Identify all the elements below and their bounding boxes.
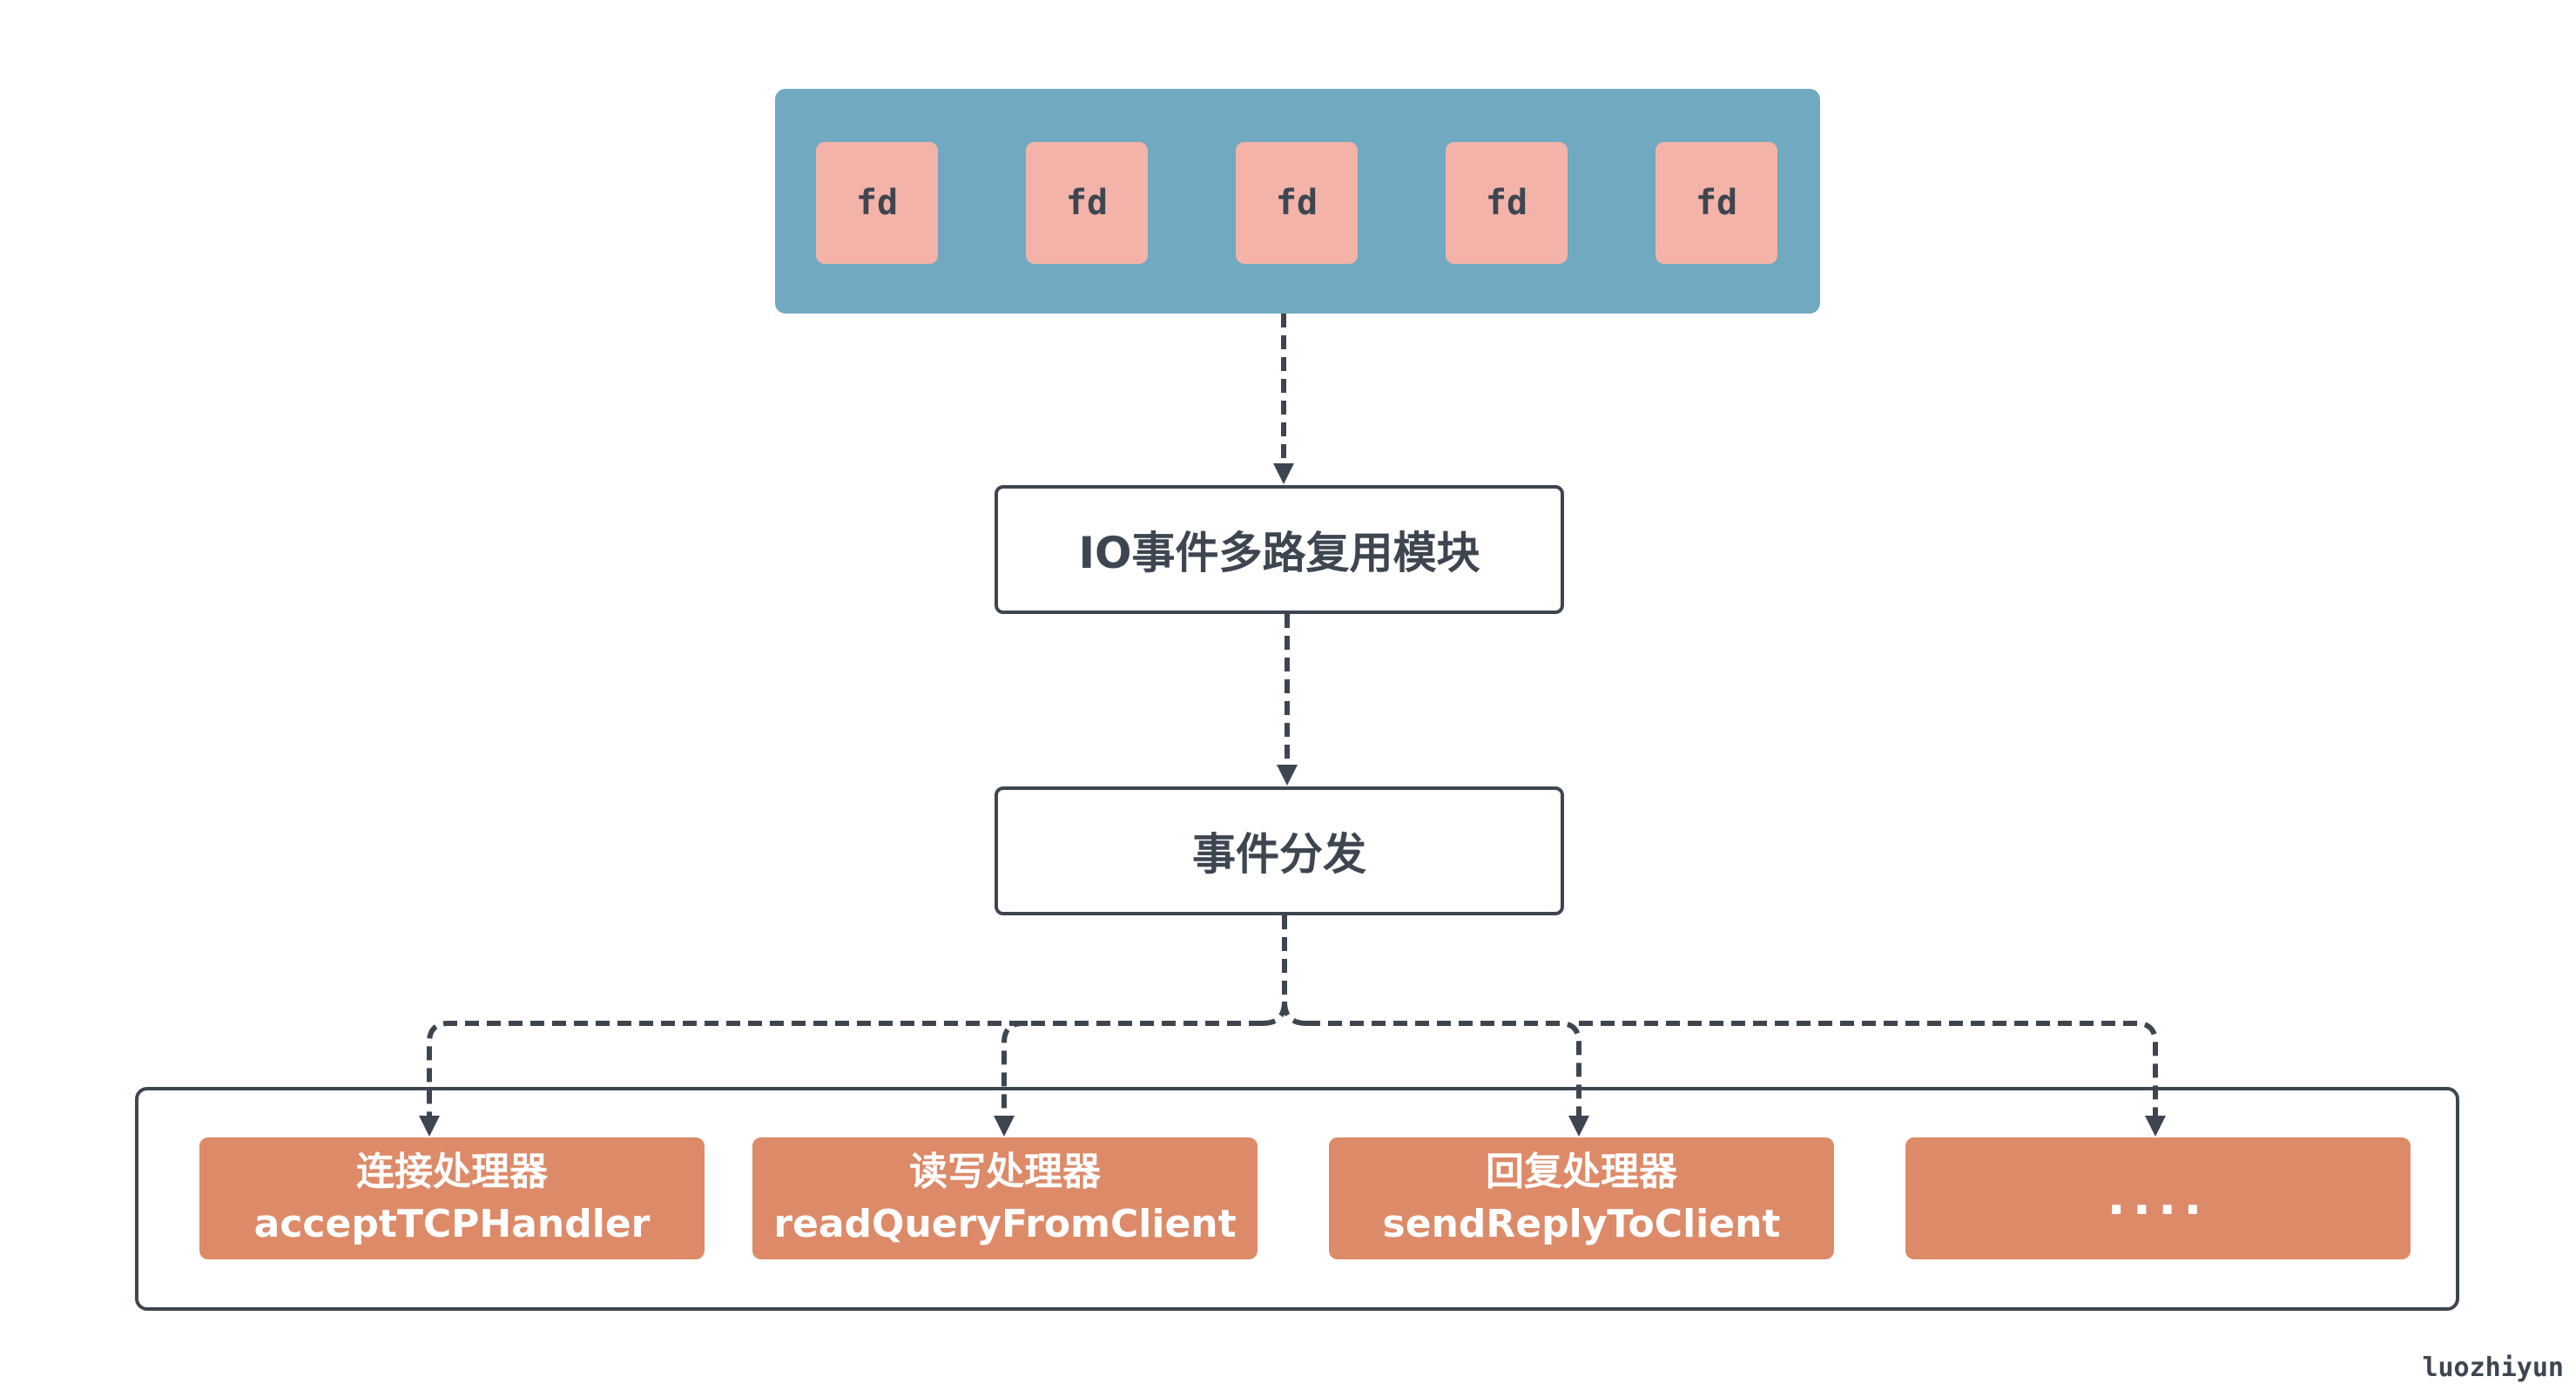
handler-title: 读写处理器 [909,1150,1101,1194]
more-handlers-box: .... [1905,1137,2411,1259]
connector-dispatch-trunk [1262,915,1287,1026]
fd-box: fd [1446,142,1568,264]
accept-handler-box: 连接处理器 acceptTCPHandler [199,1137,705,1259]
handler-title: 回复处理器 [1486,1150,1677,1194]
connector-dispatch-trunk-right [1282,1001,1307,1026]
event-dispatch-box: 事件分发 [995,786,1564,915]
watermark-author: luozhiyun [2422,1353,2564,1383]
ellipsis-label: .... [2107,1170,2209,1226]
handler-function: acceptTCPHandler [253,1202,651,1246]
fd-container: fd fd fd fd fd [775,89,1820,314]
event-dispatch-label: 事件分发 [1192,829,1366,880]
fd-box: fd [1656,142,1777,264]
handler-title: 连接处理器 [356,1150,548,1194]
fd-box: fd [816,142,938,264]
arrowhead [1277,765,1298,786]
arrowhead [1273,463,1294,484]
send-reply-handler-box: 回复处理器 sendReplyToClient [1329,1137,1834,1259]
fd-box: fd [1236,142,1358,264]
fd-box: fd [1026,142,1148,264]
io-multiplexing-module-label: IO事件多路复用模块 [1078,528,1480,578]
read-query-handler-box: 读写处理器 readQueryFromClient [752,1137,1258,1259]
handler-function: readQueryFromClient [773,1202,1237,1246]
handler-function: sendReplyToClient [1382,1202,1781,1246]
handler-container: 连接处理器 acceptTCPHandler 读写处理器 readQueryFr… [135,1087,2459,1311]
io-multiplexing-module-box: IO事件多路复用模块 [995,485,1564,614]
